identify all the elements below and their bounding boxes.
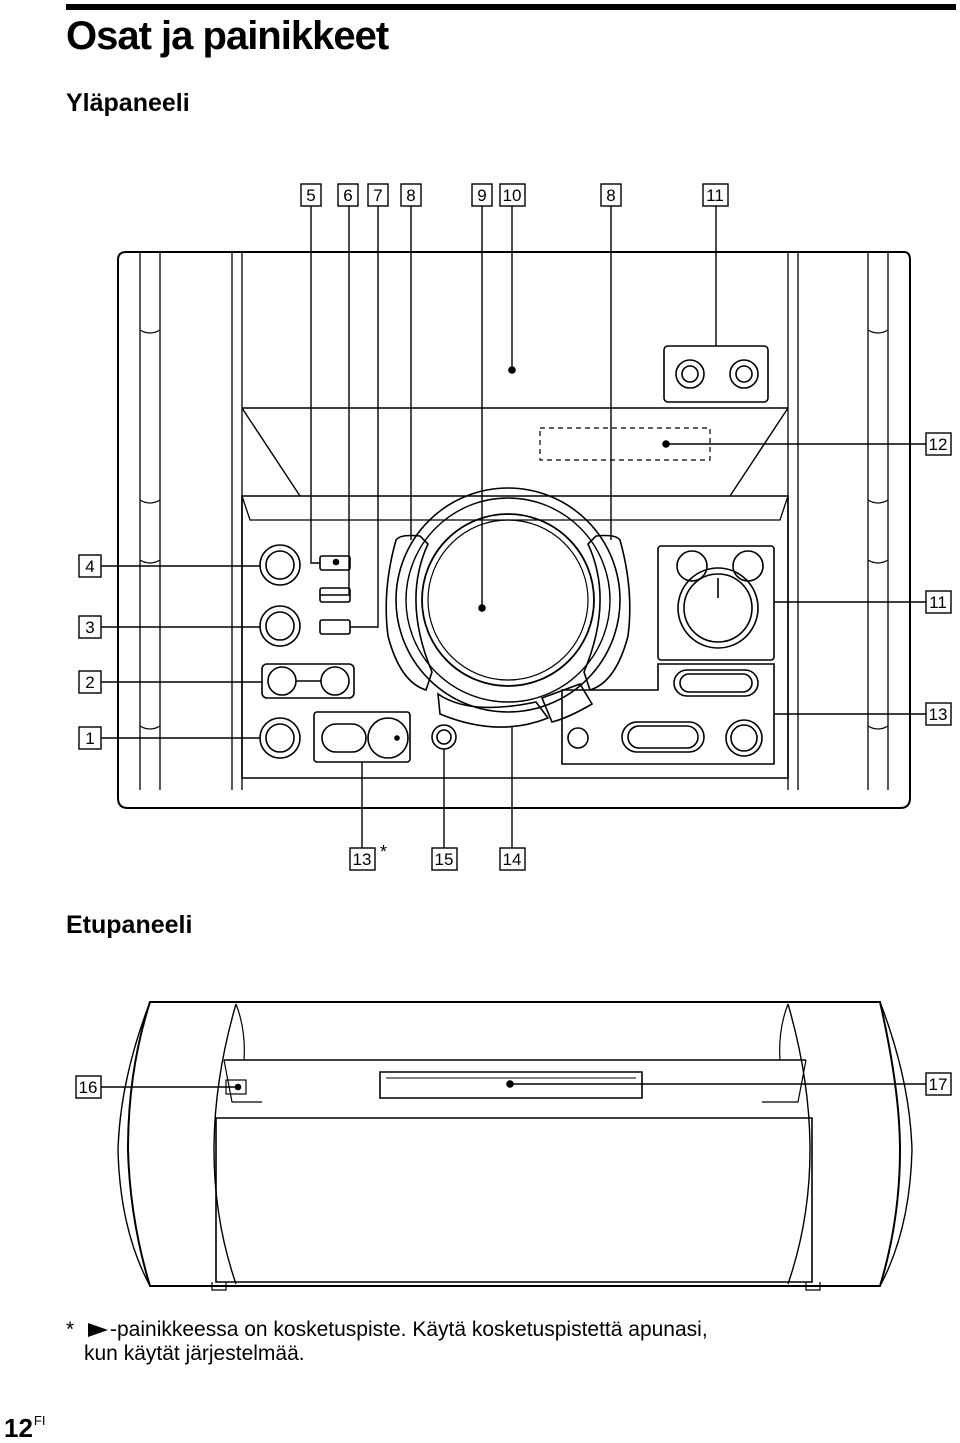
callout-8-top-left: 8 xyxy=(406,186,415,205)
top-panel-drawing xyxy=(117,251,911,809)
page-title: Osat ja painikkeet xyxy=(66,14,389,58)
callout-leader-lines xyxy=(101,206,926,848)
footnote: * -painikkeessa on kosketuspiste. Käytä k… xyxy=(66,1318,946,1366)
callout-15-bottom: 15 xyxy=(435,850,454,869)
front-leader-lines xyxy=(101,1083,926,1088)
callout-8-top-right: 8 xyxy=(606,186,615,205)
footnote-line-2: kun käytät järjestelmää. xyxy=(84,1342,305,1365)
front-callouts: 16 17 xyxy=(75,1072,952,1099)
callout-6-top: 6 xyxy=(343,186,352,205)
section-heading-top-panel: Yläpaneeli xyxy=(66,89,190,117)
callout-14-bottom: 14 xyxy=(503,850,522,869)
bottom-callout-row: 13 * 15 14 xyxy=(349,842,526,871)
page-number-value: 12 xyxy=(4,1413,33,1443)
footnote-star: * xyxy=(66,1318,75,1341)
page-number: 12FI xyxy=(4,1406,45,1443)
callout-17-front: 17 xyxy=(929,1075,948,1094)
callout-7-top: 7 xyxy=(373,186,382,205)
left-callout-column: 4 3 2 1 xyxy=(78,554,102,750)
section-heading-front-panel: Etupaneeli xyxy=(66,911,193,939)
top-callout-row: 5 6 7 8 9 10 8 11 xyxy=(300,183,729,207)
callout-5-top: 5 xyxy=(306,186,315,205)
front-panel-drawing xyxy=(117,1001,913,1291)
callout-12-right: 12 xyxy=(929,435,948,454)
callout-13-star: * xyxy=(380,842,387,862)
callout-2-left: 2 xyxy=(85,673,94,692)
callout-13-right: 13 xyxy=(929,705,948,724)
callout-4-left: 4 xyxy=(85,557,94,576)
callout-10-top: 10 xyxy=(503,186,522,205)
callout-9-top: 9 xyxy=(477,186,486,205)
callout-3-left: 3 xyxy=(85,618,94,637)
callout-11-top: 11 xyxy=(706,186,724,205)
play-triangle-icon xyxy=(88,1323,108,1337)
callout-1-left: 1 xyxy=(85,729,94,748)
footnote-line-1: -painikkeessa on kosketuspiste. Käytä ko… xyxy=(110,1318,708,1341)
right-callout-column: 12 11 13 xyxy=(925,432,952,726)
callout-11-right: 11 xyxy=(929,593,947,612)
page-language-code: FI xyxy=(33,1413,46,1428)
header-rule xyxy=(66,4,956,10)
callout-16-front: 16 xyxy=(79,1078,98,1097)
callout-13-bottom: 13 xyxy=(353,850,372,869)
